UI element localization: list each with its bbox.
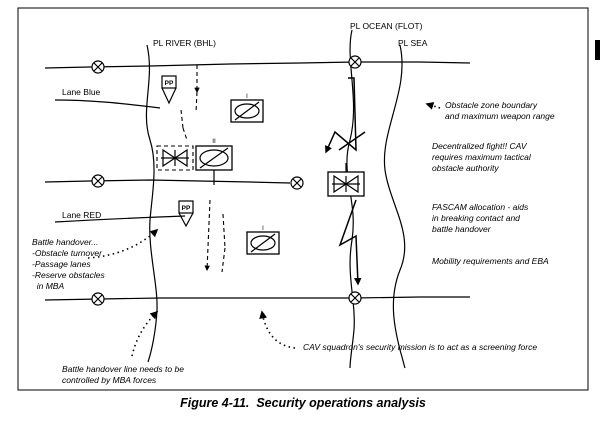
note-battle-handover-line-5: in MBA [32, 281, 64, 291]
note-battle-handover: Battle handover... -Obstacle turnover -P… [32, 237, 106, 291]
pl-sea-line [383, 44, 406, 369]
note-decentralized: Decentralized fight!! CAV requires maxim… [432, 141, 532, 173]
obstacle-marker-mid-right [290, 176, 304, 190]
pointer-cav-mission [259, 310, 296, 349]
page-frame [17, 7, 589, 391]
note-mobility: Mobility requirements and EBA [432, 256, 549, 266]
engineer-unit-ocean [327, 163, 365, 197]
pointer-bhl-control [131, 310, 159, 357]
cav-unit-squadron-size: II [212, 138, 216, 145]
pl-river-label: PL RIVER (BHL) [153, 38, 216, 48]
note-fascam: FASCAM allocation - aids in breaking con… [432, 202, 529, 234]
dashed-route-south [204, 199, 211, 272]
obstacle-marker-top-left [91, 60, 105, 74]
fascam-arrow-lower [338, 199, 362, 286]
cav-unit-upper: I [230, 94, 264, 123]
dashed-route-blue [180, 109, 188, 141]
pl-ocean-label: PL OCEAN (FLOT) [350, 21, 423, 31]
figure-caption: Figure 4-11. Security operations analysi… [180, 396, 426, 410]
dashed-route-north [196, 65, 197, 113]
cav-unit-upper-size: I [246, 94, 248, 100]
passage-point-red-label: PP [182, 205, 191, 212]
note-fascam-line-1: FASCAM allocation - aids [432, 202, 529, 212]
note-fascam-line-2: in breaking contact and [432, 213, 520, 223]
obstacle-marker-top-ocean [348, 55, 362, 69]
obstacle-marker-bottom-left [91, 292, 105, 306]
passage-point-blue-label: PP [165, 80, 174, 87]
pl-river-line [145, 44, 158, 363]
pl-sea-label: PL SEA [398, 38, 428, 48]
fascam-arrow-upper [325, 77, 357, 154]
obstacle-marker-mid-left [91, 174, 105, 188]
boundary-line-top [44, 61, 471, 69]
note-battle-handover-line-3: -Passage lanes [32, 259, 91, 269]
lane-red-label: Lane RED [62, 210, 101, 220]
passage-point-red: PP [178, 200, 194, 228]
note-obstacle-zone-line-2: and maximum weapon range [445, 111, 555, 121]
fascam-arrow-upper-tail [338, 131, 366, 151]
lane-blue-label: Lane Blue [62, 87, 101, 97]
cav-unit-squadron: II [195, 138, 233, 185]
note-decentralized-line-1: Decentralized fight!! CAV [432, 141, 528, 151]
edge-mark [595, 40, 600, 60]
note-decentralized-line-2: requires maximum tactical [432, 152, 532, 162]
pl-ocean-line [346, 29, 355, 369]
note-battle-handover-line-1: Battle handover... [32, 237, 98, 247]
note-obstacle-zone-line-1: Obstacle zone boundary [445, 100, 538, 110]
cav-unit-lower-size: I [262, 226, 264, 232]
boundary-line-middle [44, 179, 291, 184]
note-bhl-control: Battle handover line needs to be control… [62, 364, 184, 385]
note-bhl-control-line-2: controlled by MBA forces [62, 375, 157, 385]
note-cav-mission: CAV squadron's security mission is to ac… [303, 342, 537, 352]
boundary-line-bottom [44, 296, 470, 301]
note-fascam-line-3: battle handover [432, 224, 492, 234]
note-bhl-control-line-1: Battle handover line needs to be [62, 364, 184, 374]
passage-point-blue: PP [161, 75, 177, 105]
note-decentralized-line-3: obstacle authority [432, 163, 499, 173]
note-battle-handover-line-2: -Obstacle turnover [32, 248, 103, 258]
note-battle-handover-line-4: -Reserve obstacles [32, 270, 106, 280]
dashed-route-south-2 [221, 213, 226, 273]
pointer-obstacle-zone [425, 102, 441, 110]
note-obstacle-zone: Obstacle zone boundary and maximum weapo… [445, 100, 555, 121]
cav-unit-lower: I [246, 226, 280, 255]
engineer-unit-left [156, 145, 194, 171]
obstacle-marker-bottom-ocean [348, 291, 362, 305]
lane-red-line [54, 215, 186, 223]
lane-blue-line [54, 99, 161, 109]
